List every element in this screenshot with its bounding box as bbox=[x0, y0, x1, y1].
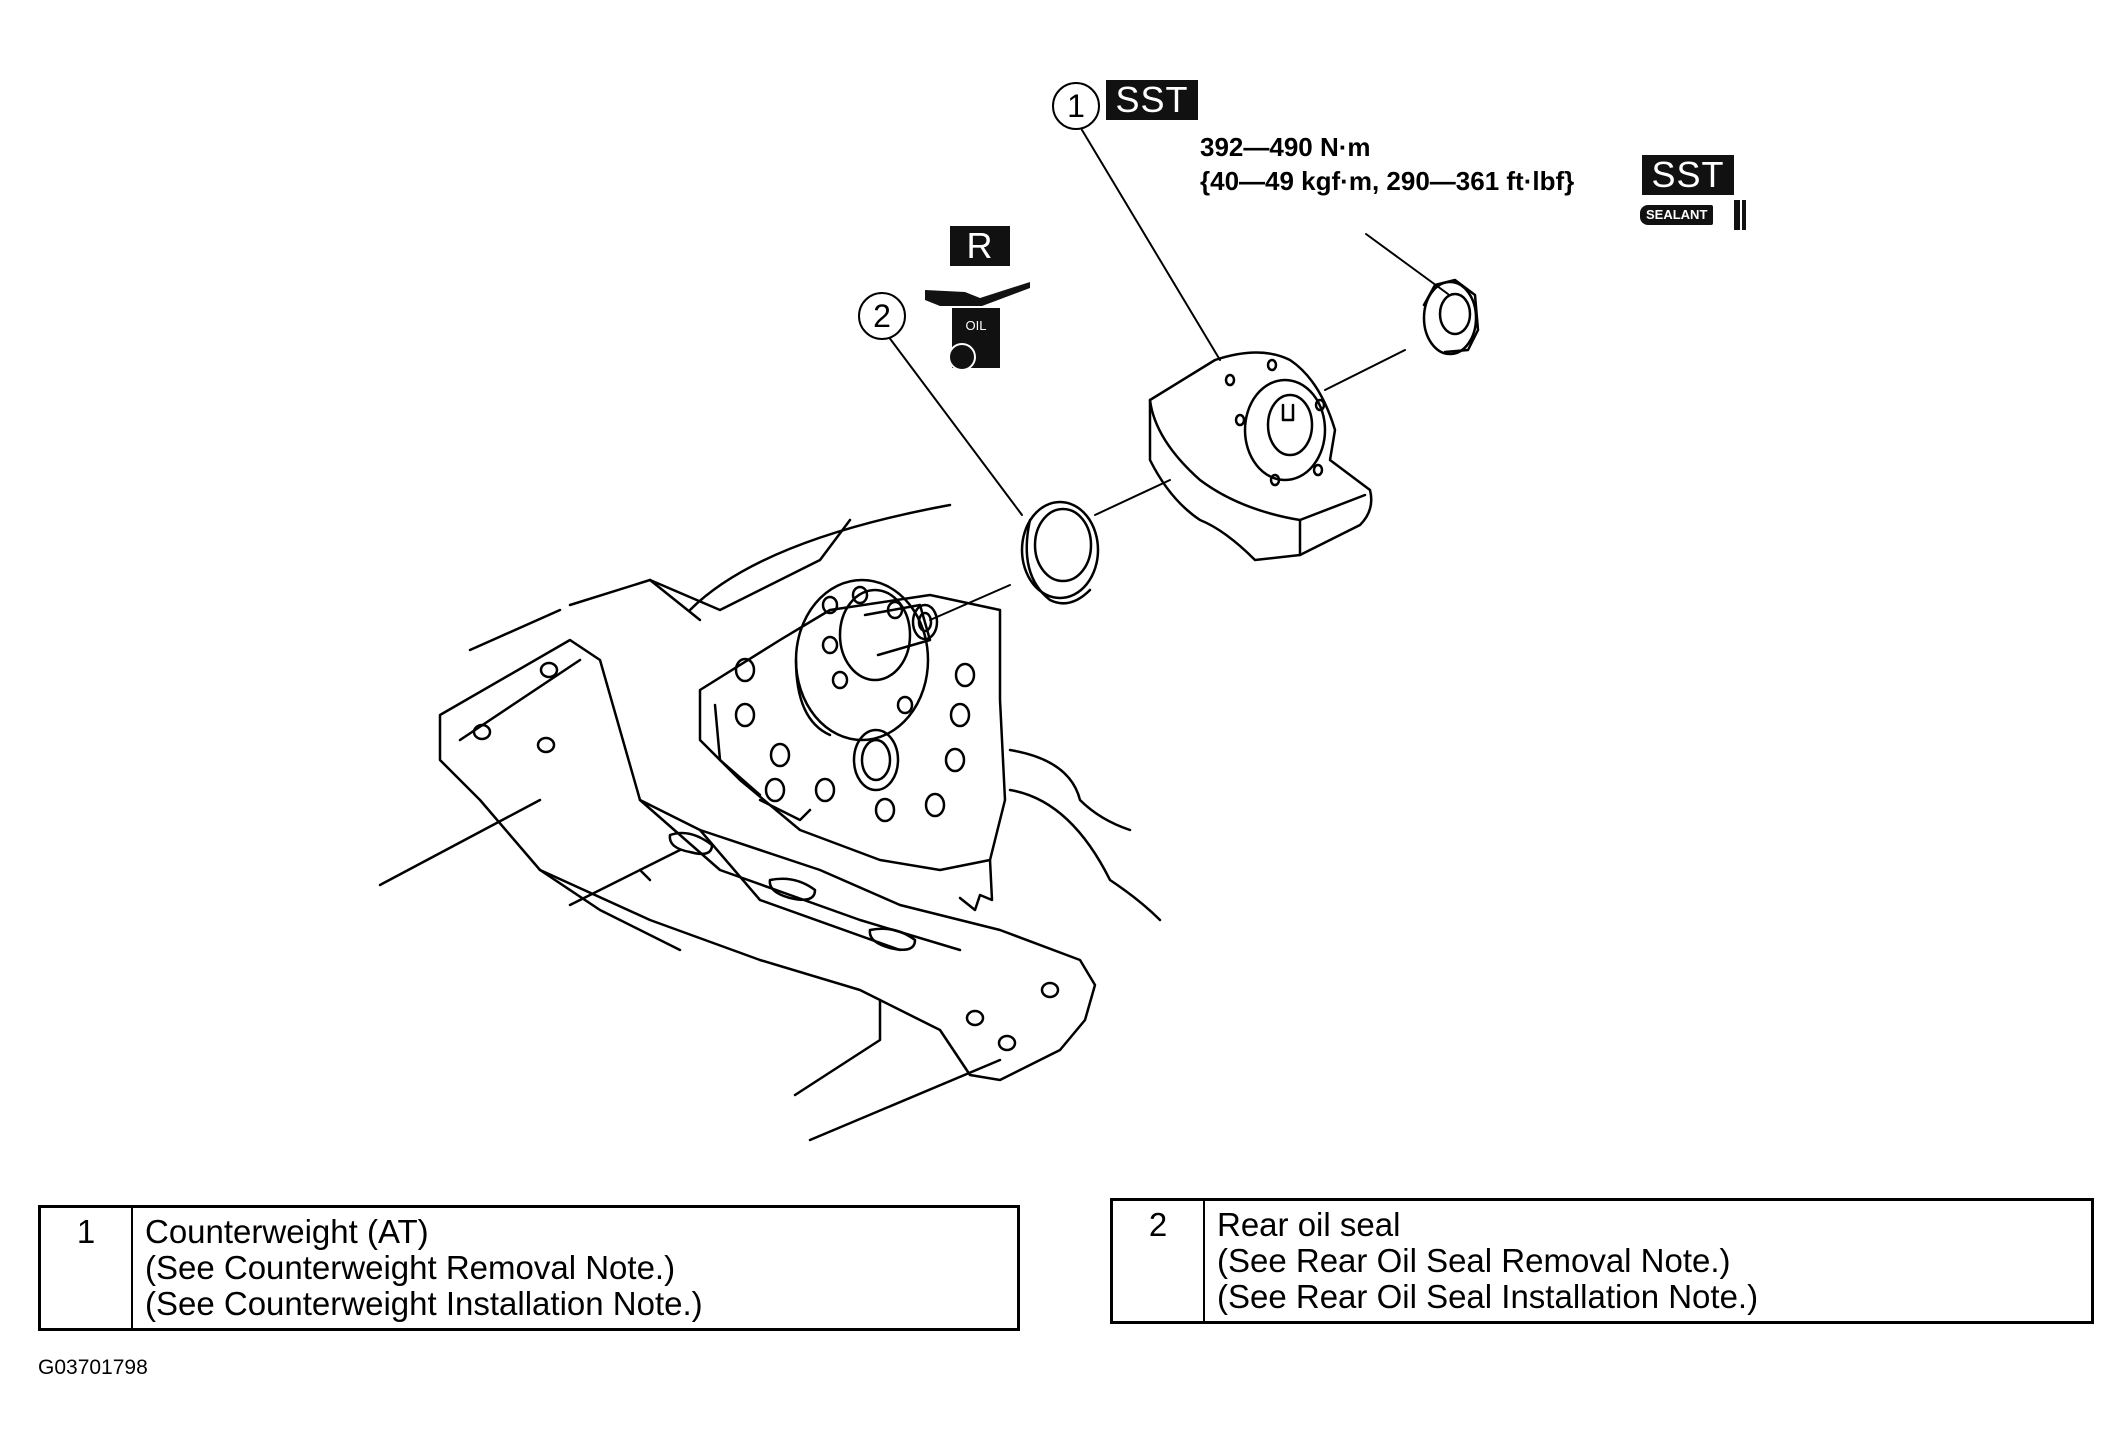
oil-can-icon bbox=[925, 282, 1030, 371]
rear-oil-seal bbox=[1020, 500, 1100, 600]
legend-note: (See Rear Oil Seal Removal Note.) bbox=[1217, 1242, 1731, 1279]
legend-table-2: 2 Rear oil seal (See Rear Oil Seal Remov… bbox=[1110, 1198, 2094, 1324]
replace-part-tag: R bbox=[950, 226, 1010, 266]
torque-spec-nm: 392—490 N·m bbox=[1200, 132, 1371, 162]
sealant-label: SEALANT bbox=[1640, 205, 1714, 225]
figure-code: G03701798 bbox=[38, 1356, 148, 1379]
sst-tag-nut: SST bbox=[1642, 155, 1734, 195]
torque-spec-imperial: {40—49 kgf·m, 290—361 ft·lbf} bbox=[1200, 166, 1575, 196]
torque-spec: 392—490 N·m {40—49 kgf·m, 290—361 ft·lbf… bbox=[1200, 130, 1574, 198]
legend-number: 2 bbox=[1110, 1198, 1205, 1324]
legend-note: (See Counterweight Removal Note.) bbox=[145, 1249, 676, 1286]
counterweight-outline bbox=[1148, 351, 1373, 562]
legend-part-name: Rear oil seal bbox=[1217, 1206, 1401, 1243]
sst-tag-counterweight: SST bbox=[1106, 80, 1198, 120]
sealant-tube-icon bbox=[1734, 200, 1746, 230]
oil-label: OIL bbox=[965, 318, 987, 333]
legend-description: Rear oil seal (See Rear Oil Seal Removal… bbox=[1203, 1198, 2094, 1324]
legend-note: (See Rear Oil Seal Installation Note.) bbox=[1217, 1278, 1759, 1315]
legend-description: Counterweight (AT) (See Counterweight Re… bbox=[131, 1205, 1020, 1331]
crossmember-outline bbox=[438, 638, 1097, 1082]
rear-plate-outline bbox=[698, 593, 1007, 872]
legend-number: 1 bbox=[38, 1205, 133, 1331]
callout-1: 1 bbox=[1052, 82, 1100, 130]
legend-table-1: 1 Counterweight (AT) (See Counterweight … bbox=[38, 1205, 1020, 1331]
legend-note: (See Counterweight Installation Note.) bbox=[145, 1285, 703, 1322]
callout-2: 2 bbox=[858, 292, 906, 340]
legend-part-name: Counterweight (AT) bbox=[145, 1213, 429, 1250]
